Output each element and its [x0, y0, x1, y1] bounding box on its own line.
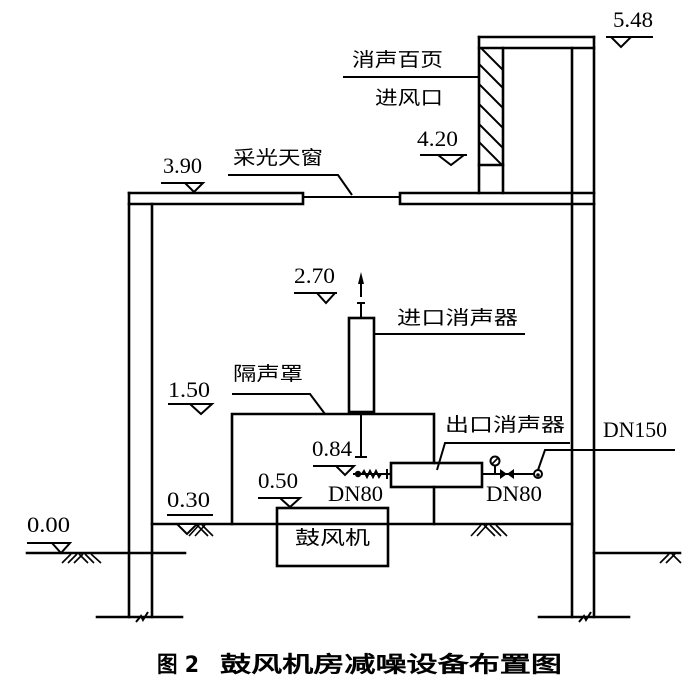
- air-flow-arrow-icon: [358, 272, 364, 297]
- elevation-marker-pipe-centerline: 0.84: [312, 436, 357, 477]
- check-valve-icon: [533, 469, 543, 479]
- foundation-break-left: [95, 611, 184, 623]
- roof-slab-left: [127, 191, 305, 206]
- skylight-leader: [228, 174, 353, 196]
- ground-hatch-outdoor-left: [61, 553, 102, 564]
- component-labels: 消声百页 进风口 采光天窗 进口消声器 隔声罩 出口消声器 鼓风机 DN80 D…: [233, 49, 667, 549]
- elevation-value: 5.48: [613, 7, 653, 32]
- ground-hatch-floor-right: [470, 524, 508, 537]
- elevation-triangle-icon: [174, 523, 200, 536]
- figure-caption: 图 2 鼓风机房减噪设备布置图: [157, 652, 562, 678]
- elevation-triangle-icon: [435, 154, 467, 167]
- inlet-silencer: [347, 316, 376, 414]
- elevation-marker-hood-top: 1.50: [168, 377, 215, 416]
- figure-title: 鼓风机房减噪设备布置图: [220, 652, 562, 678]
- inlet-silencer-cap: [357, 302, 365, 318]
- ground-hatch-outdoor-right: [659, 553, 682, 564]
- inlet-pipe: [353, 468, 391, 480]
- elevation-triangle-icon: [333, 465, 357, 477]
- elevation-marker-roof: 3.90: [161, 153, 206, 194]
- elevation-value: 2.70: [294, 263, 335, 288]
- building-structure: [25, 35, 682, 623]
- foundation-break-right: [537, 611, 631, 623]
- elevation-marker-louver-bottom: 4.20: [417, 126, 467, 167]
- acoustic-hood-label: 隔声罩: [233, 363, 303, 385]
- elevation-triangle-icon: [49, 542, 73, 555]
- elevation-marker-outdoor-grade: 0.00: [27, 512, 73, 555]
- outlet-silencer-label: 出口消声器: [445, 414, 565, 436]
- elevation-value: 1.50: [168, 377, 210, 402]
- elevation-markers: 5.48 4.20 3.90 2.70 1.50 0.84: [27, 7, 653, 555]
- acoustic-hood-leader: [232, 393, 326, 415]
- skylight-label: 采光天窗: [233, 147, 323, 169]
- inlet-silencer-label: 进口消声器: [397, 307, 518, 329]
- elevation-value: 0.50: [258, 468, 298, 493]
- elevation-value: 0.00: [27, 512, 70, 537]
- elevation-triangle-icon: [277, 497, 303, 509]
- left-wall: [127, 191, 154, 619]
- pipe-joint-icon: [354, 470, 362, 478]
- elevation-triangle-icon: [608, 36, 634, 49]
- ground-hatch-floor-left: [188, 524, 214, 537]
- equipment: [230, 272, 675, 568]
- outlet-pipe: [482, 449, 675, 479]
- elevation-triangle-icon: [314, 292, 338, 305]
- main-air-pipe: [537, 449, 675, 471]
- inlet-pipe-size-label: DN80: [328, 481, 383, 506]
- outlet-pipe-size-label: DN80: [486, 481, 542, 506]
- gate-valve-icon: [500, 469, 514, 479]
- elevation-value: 0.84: [312, 436, 352, 461]
- right-wall: [570, 35, 596, 619]
- elevation-marker-blower-top: 0.50: [258, 468, 303, 509]
- elevation-triangle-icon: [182, 182, 206, 194]
- elevation-marker-tower-top: 5.48: [606, 7, 653, 49]
- outlet-silencer-leader: [436, 442, 570, 471]
- elevation-value: 4.20: [417, 126, 458, 151]
- inlet-duct-drop: [355, 414, 367, 458]
- blower-unit: [275, 506, 390, 568]
- main-pipe-size-label: DN150: [603, 417, 667, 442]
- elevation-triangle-icon: [187, 403, 215, 416]
- outlet-silencer: [389, 461, 484, 489]
- flexible-connector-icon: [361, 468, 382, 480]
- silencing-louver-hatch: [479, 48, 503, 165]
- elevation-marker-indoor-floor: 0.30: [167, 487, 213, 536]
- elevation-value: 0.30: [167, 487, 210, 512]
- blower-label: 鼓风机: [295, 527, 370, 549]
- louver-label: 消声百页: [352, 49, 443, 71]
- leader-lines: [228, 76, 570, 471]
- elevation-value: 3.90: [163, 153, 202, 178]
- figure-number: 图 2: [157, 653, 199, 678]
- air-intake-tower: [477, 35, 596, 195]
- air-inlet-label: 进风口: [375, 87, 443, 109]
- elevation-marker-inlet-silencer-top: 2.70: [294, 263, 338, 305]
- acoustic-hood: [230, 412, 436, 526]
- pressure-gauge-icon: [489, 455, 501, 474]
- roof-slab-right: [398, 191, 596, 206]
